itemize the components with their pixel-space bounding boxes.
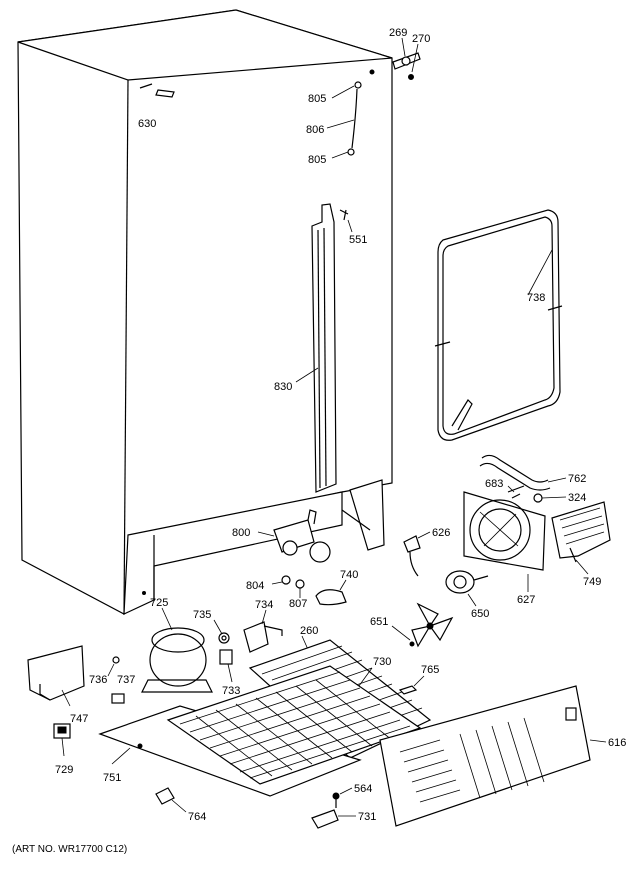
part-762	[479, 454, 567, 491]
part-564	[332, 787, 353, 808]
part-747	[27, 645, 85, 707]
callout-630: 630	[138, 118, 156, 130]
callout-733: 733	[222, 685, 240, 697]
part-740	[315, 579, 347, 606]
callout-738: 738	[527, 292, 545, 304]
cabinet	[17, 9, 393, 615]
part-765	[398, 675, 425, 695]
callout-651: 651	[370, 616, 388, 628]
part-736-737	[107, 656, 125, 704]
part-616	[379, 685, 607, 827]
part-734	[243, 609, 283, 653]
callout-764: 764	[188, 811, 206, 823]
part-650	[445, 570, 489, 607]
callout-650: 650	[471, 608, 489, 620]
part-805-806	[326, 81, 362, 159]
callout-683: 683	[485, 478, 503, 490]
callout-260: 260	[300, 625, 318, 637]
callout-740: 740	[340, 569, 358, 581]
callout-737: 737	[117, 674, 135, 686]
part-804-807	[271, 575, 305, 598]
callout-270: 270	[412, 33, 430, 45]
callout-762: 762	[568, 473, 586, 485]
callout-730: 730	[373, 656, 391, 668]
callout-807: 807	[289, 598, 307, 610]
part-551	[339, 209, 353, 233]
part-733	[219, 649, 233, 683]
callout-551: 551	[349, 234, 367, 246]
callout-734: 734	[255, 599, 273, 611]
art-number: (ART NO. WR17700 C12)	[12, 844, 127, 855]
callout-269: 269	[389, 27, 407, 39]
part-627	[463, 491, 546, 592]
part-626	[403, 531, 431, 577]
callout-729: 729	[55, 764, 73, 776]
part-751	[98, 665, 422, 797]
callout-725: 725	[150, 597, 168, 609]
part-725	[141, 607, 213, 693]
callout-736: 736	[89, 674, 107, 686]
callout-747: 747	[70, 713, 88, 725]
callout-626: 626	[432, 527, 450, 539]
part-735	[213, 619, 230, 644]
callout-806: 806	[306, 124, 324, 136]
callout-731: 731	[358, 811, 376, 823]
callout-564: 564	[354, 783, 372, 795]
callout-labels: 269 270 630 805 806 805 551 738 830 762 …	[55, 27, 626, 823]
part-830	[295, 203, 337, 493]
part-800	[257, 509, 331, 563]
callout-616: 616	[608, 737, 626, 749]
callout-805b: 805	[308, 154, 326, 166]
callout-765: 765	[421, 664, 439, 676]
part-738	[434, 209, 563, 441]
part-630	[139, 83, 175, 98]
callout-749: 749	[583, 576, 601, 588]
part-651	[391, 602, 454, 648]
callout-800: 800	[232, 527, 250, 539]
callout-830: 830	[274, 381, 292, 393]
callout-627: 627	[517, 594, 535, 606]
callout-735: 735	[193, 609, 211, 621]
part-764-731	[155, 787, 356, 829]
part-749	[551, 501, 611, 575]
part-729	[53, 723, 71, 757]
callout-805a: 805	[308, 93, 326, 105]
callout-751: 751	[103, 772, 121, 784]
callout-324: 324	[568, 492, 586, 504]
part-269-270	[392, 37, 421, 80]
part-683-324	[507, 485, 567, 503]
callout-804: 804	[246, 580, 264, 592]
